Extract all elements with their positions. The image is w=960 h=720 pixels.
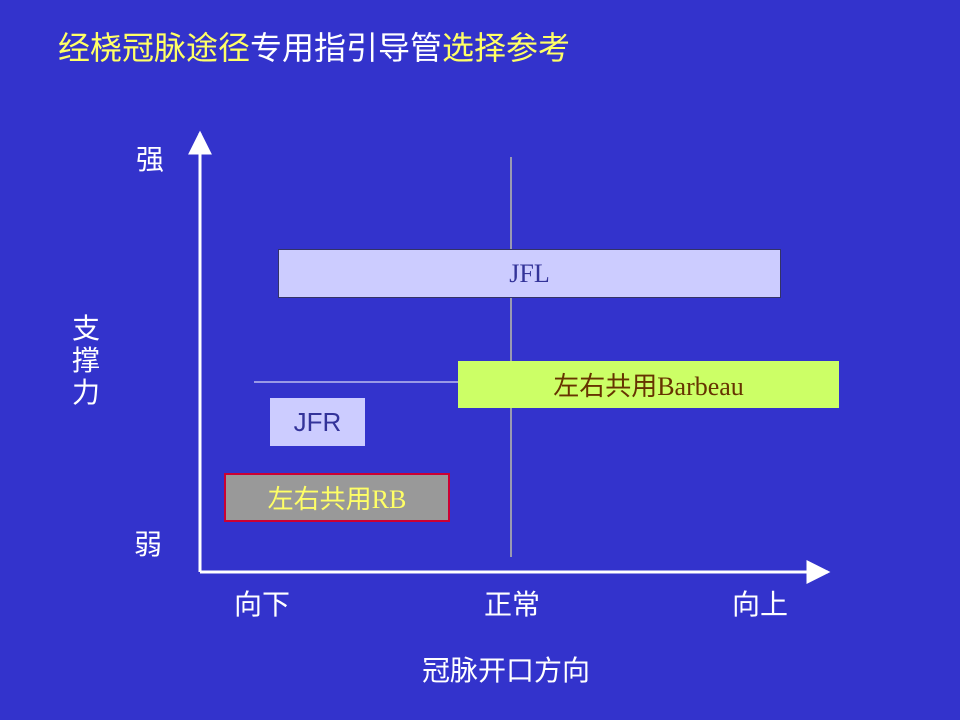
y-axis-strong-label: 强: [136, 143, 165, 176]
jfl-label: JFL: [509, 258, 550, 288]
title-segment-catheter: 专用指引导管: [250, 29, 443, 67]
x-axis-normal-label: 正常: [484, 588, 541, 621]
x-axis-down-label: 向下: [234, 588, 291, 621]
y-axis-title-char: 支: [71, 312, 100, 345]
x-axis-title: 冠脉开口方向: [422, 654, 591, 687]
x-axis-up-label: 向上: [732, 588, 789, 621]
jfr-label: JFR: [293, 406, 342, 437]
y-axis-title-char: 力: [71, 376, 100, 409]
slide-title: 经桡冠脉途径专用指引导管选择参考: [58, 26, 570, 70]
y-axis-weak-label: 弱: [134, 528, 163, 561]
jfr-box: JFR: [270, 398, 365, 446]
rb-box: 左右共用RB: [224, 473, 450, 522]
y-axis-title-char: 撑: [71, 344, 100, 377]
rb-label: 左右共用RB: [267, 485, 407, 514]
title-segment-route: 经桡冠脉途径: [58, 29, 251, 67]
barbeau-label: 左右共用Barbeau: [553, 372, 744, 401]
y-axis-title: 支 撑 力: [69, 313, 103, 409]
barbeau-box: 左右共用Barbeau: [458, 361, 839, 408]
jfl-box: JFL: [278, 249, 781, 298]
title-segment-reference: 选择参考: [442, 29, 571, 67]
